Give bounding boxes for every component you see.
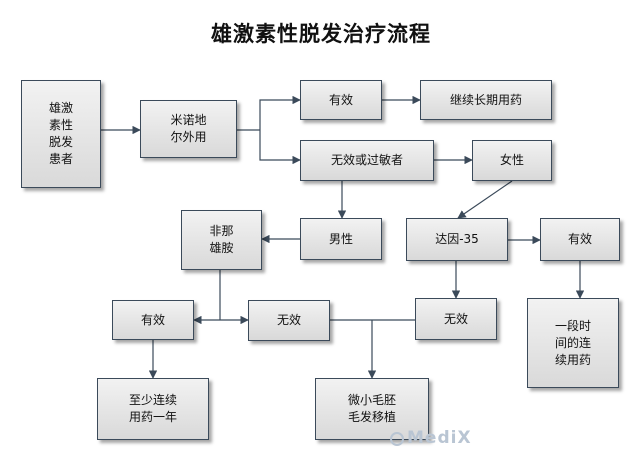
- node-effective-3: 有效: [540, 218, 620, 261]
- arrow-female-diane: [457, 180, 513, 219]
- node-ineffective-or-allergy: 无效或过敏者: [300, 140, 434, 181]
- node-hair-transplant: 微小毛胚 毛发移植: [315, 378, 429, 440]
- arrow-to-ineffective: [259, 130, 301, 165]
- node-continue-period: 一段时 间的连 续用药: [527, 298, 619, 388]
- watermark-text: MediX: [407, 428, 472, 448]
- node-male: 男性: [300, 218, 382, 260]
- node-ineffective-2: 无效: [415, 298, 497, 340]
- node-patient: 雄激 素性 脱发 患者: [21, 80, 101, 188]
- node-finasteride: 非那 雄胺: [181, 210, 262, 270]
- node-effective-2: 有效: [112, 300, 194, 340]
- node-minoxidil: 米诺地 尔外用: [140, 100, 237, 158]
- node-female: 女性: [472, 140, 552, 181]
- node-effective-1: 有效: [300, 80, 382, 120]
- node-diane-35: 达因-35: [406, 218, 508, 261]
- page-title: 雄激素性脱发治疗流程: [211, 22, 431, 46]
- watermark-logo: MediX: [390, 428, 472, 448]
- node-ineffective-1: 无效: [248, 300, 330, 341]
- node-continue-long-term: 继续长期用药: [420, 80, 552, 120]
- copyright-icon: [390, 432, 404, 446]
- node-continue-one-year: 至少连续 用药一年: [97, 378, 209, 440]
- arrow-to-effective1: [259, 95, 301, 130]
